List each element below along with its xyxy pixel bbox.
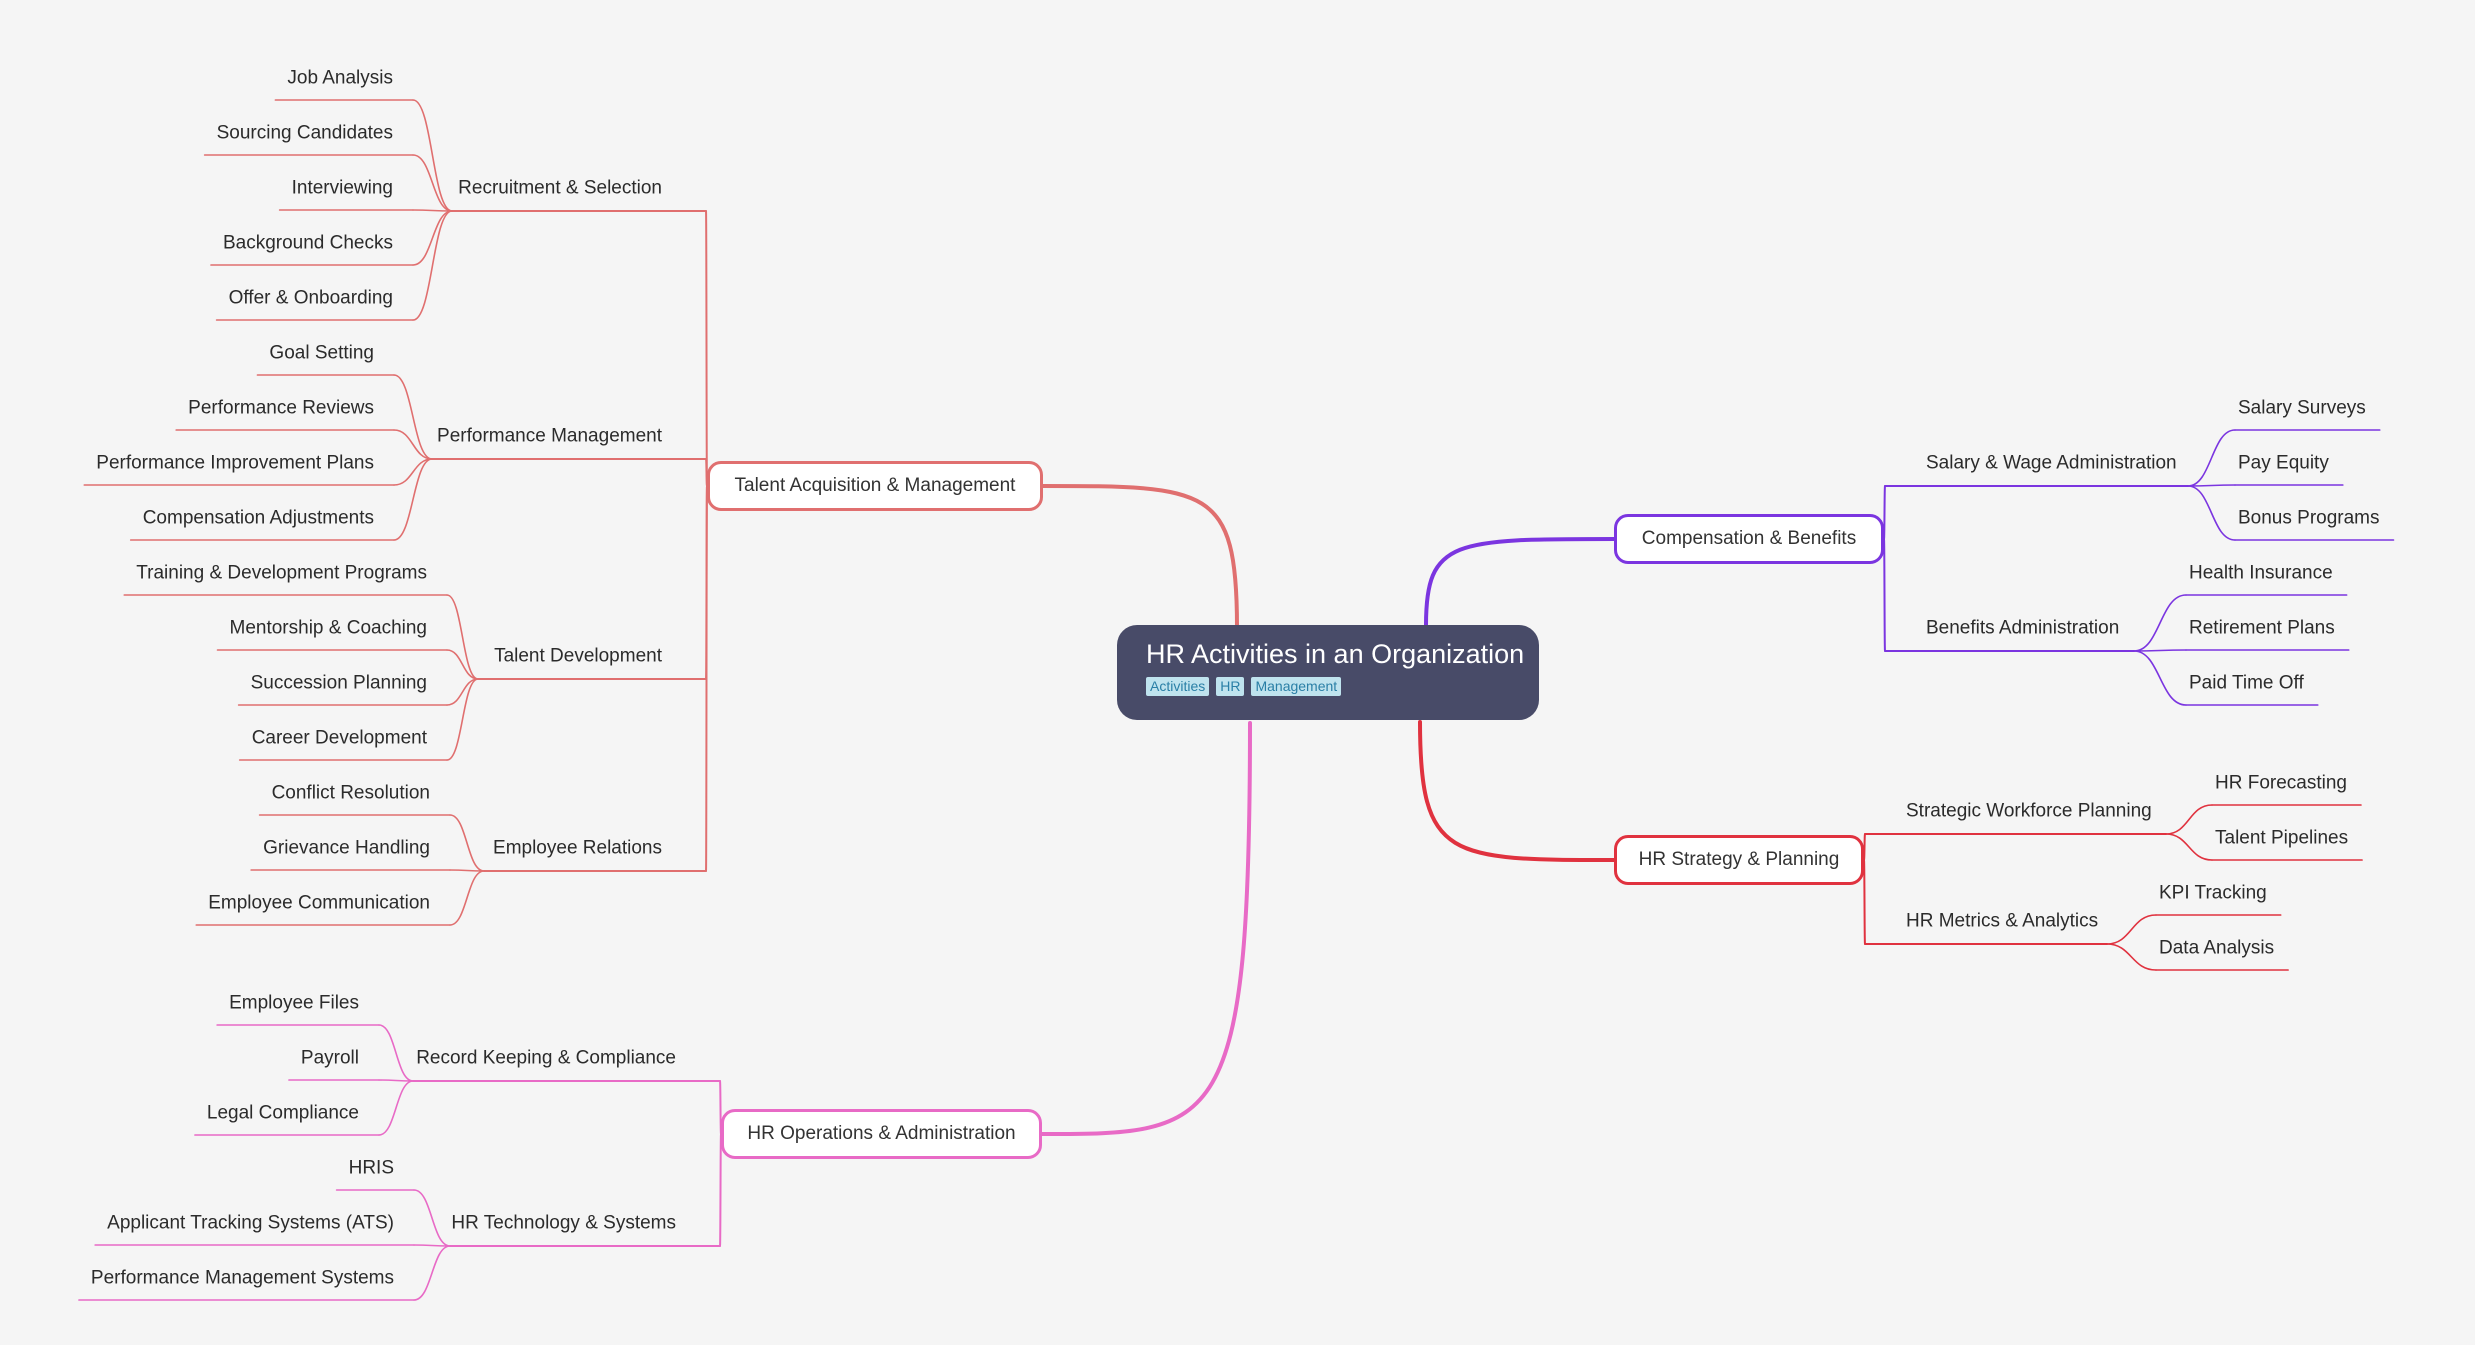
connector-leaf-offer-and-onboarding xyxy=(412,210,453,321)
connector-leaf-grievance-handling xyxy=(449,869,485,872)
subtopic-recruitment-and-selection[interactable]: Recruitment & Selection xyxy=(458,177,662,199)
connector-hr-technology-and-systems xyxy=(719,1133,722,1247)
branch-node-talent-acquisition-and-management[interactable]: Talent Acquisition & Management xyxy=(707,461,1043,511)
leaf-performance-management-systems[interactable]: Performance Management Systems xyxy=(90,1267,394,1289)
leaf-hr-forecasting[interactable]: HR Forecasting xyxy=(2215,772,2347,794)
leaf-performance-reviews[interactable]: Performance Reviews xyxy=(188,397,374,419)
connector-leaf-bonus-programs xyxy=(2187,485,2236,541)
connector-leaf-health-insurance xyxy=(2133,594,2187,652)
leaf-career-development[interactable]: Career Development xyxy=(251,727,427,749)
leaf-talent-pipelines[interactable]: Talent Pipelines xyxy=(2215,827,2349,849)
leaf-job-analysis[interactable]: Job Analysis xyxy=(287,67,393,89)
leaf-employee-communication[interactable]: Employee Communication xyxy=(208,892,430,914)
connector-leaf-pay-equity xyxy=(2187,484,2236,487)
branch-node-compensation-and-benefits[interactable]: Compensation & Benefits xyxy=(1614,514,1884,564)
leaf-background-checks[interactable]: Background Checks xyxy=(222,232,393,254)
subtopic-benefits-administration[interactable]: Benefits Administration xyxy=(1926,617,2120,639)
branch-label: HR Operations & Administration xyxy=(747,1123,1016,1144)
connector-employee-relations xyxy=(705,485,708,872)
connector-leaf-employee-files xyxy=(378,1024,414,1082)
branch-node-hr-operations-and-administration[interactable]: HR Operations & Administration xyxy=(721,1109,1042,1159)
connector-leaf-kpi-tracking xyxy=(2106,914,2157,945)
connector-leaf-training-and-development-programs xyxy=(446,594,479,680)
subtopic-hr-technology-and-systems[interactable]: HR Technology & Systems xyxy=(451,1212,676,1234)
connector-leaf-retirement-plans xyxy=(2133,649,2187,652)
leaf-paid-time-off[interactable]: Paid Time Off xyxy=(2189,672,2304,694)
leaf-mentorship-and-coaching[interactable]: Mentorship & Coaching xyxy=(229,617,428,639)
connector-salary-and-wage-administration xyxy=(1883,485,1886,540)
connector-leaf-paid-time-off xyxy=(2133,650,2187,706)
leaf-applicant-tracking-systems-ats[interactable]: Applicant Tracking Systems (ATS) xyxy=(107,1212,394,1234)
leaf-hris[interactable]: HRIS xyxy=(348,1157,394,1179)
connector-leaf-data-analysis xyxy=(2106,943,2157,971)
connector-leaf-payroll xyxy=(378,1079,414,1082)
leaf-salary-surveys[interactable]: Salary Surveys xyxy=(2238,397,2366,419)
tag-hr: HR xyxy=(1216,677,1245,697)
connector-leaf-mentorship-and-coaching xyxy=(446,649,479,680)
connector-leaf-background-checks xyxy=(412,210,453,266)
subtopic-salary-and-wage-administration[interactable]: Salary & Wage Administration xyxy=(1926,452,2177,474)
connector-leaf-employee-communication xyxy=(449,870,485,926)
connector-leaf-goal-setting xyxy=(393,374,433,460)
leaf-payroll[interactable]: Payroll xyxy=(300,1047,359,1069)
leaf-legal-compliance[interactable]: Legal Compliance xyxy=(206,1102,359,1124)
leaf-interviewing[interactable]: Interviewing xyxy=(291,177,393,199)
leaf-conflict-resolution[interactable]: Conflict Resolution xyxy=(271,782,430,804)
branch-label: Talent Acquisition & Management xyxy=(734,475,1016,496)
connector-leaf-salary-surveys xyxy=(2187,429,2236,487)
leaf-kpi-tracking[interactable]: KPI Tracking xyxy=(2159,882,2267,904)
tag-activities: Activities xyxy=(1146,677,1210,697)
connector-leaf-sourcing-candidates xyxy=(412,154,453,212)
leaf-bonus-programs[interactable]: Bonus Programs xyxy=(2238,507,2380,529)
connector-record-keeping-and-compliance xyxy=(719,1080,722,1135)
leaf-performance-improvement-plans[interactable]: Performance Improvement Plans xyxy=(96,452,374,474)
leaf-grievance-handling[interactable]: Grievance Handling xyxy=(263,837,430,859)
leaf-compensation-adjustments[interactable]: Compensation Adjustments xyxy=(142,507,374,529)
leaf-retirement-plans[interactable]: Retirement Plans xyxy=(2189,617,2335,639)
connector-leaf-hris xyxy=(413,1189,451,1247)
root-title: HR Activities in an Organization xyxy=(1146,639,1525,669)
branch-node-hr-strategy-and-planning[interactable]: HR Strategy & Planning xyxy=(1614,835,1864,885)
connector-leaf-job-analysis xyxy=(412,99,453,212)
leaf-health-insurance[interactable]: Health Insurance xyxy=(2189,562,2333,584)
connector-benefits-administration xyxy=(1883,538,1886,652)
subtopic-strategic-workforce-planning[interactable]: Strategic Workforce Planning xyxy=(1906,800,2152,822)
connector-leaf-applicant-tracking-systems-ats xyxy=(413,1244,451,1247)
connector-leaf-performance-management-systems xyxy=(413,1245,451,1301)
connector-leaf-compensation-adjustments xyxy=(393,458,433,541)
branch-label: Compensation & Benefits xyxy=(1641,528,1857,549)
leaf-offer-and-onboarding[interactable]: Offer & Onboarding xyxy=(228,287,393,309)
subtopic-talent-development[interactable]: Talent Development xyxy=(494,645,662,667)
root-tag-list: Activities HR Management xyxy=(1146,677,1539,697)
connector-root-talent-acquisition-and-management xyxy=(1041,484,1239,629)
leaf-succession-planning[interactable]: Succession Planning xyxy=(250,672,427,694)
leaf-employee-files[interactable]: Employee Files xyxy=(229,992,359,1014)
connector-leaf-legal-compliance xyxy=(378,1080,414,1136)
connector-leaf-talent-pipelines xyxy=(2165,833,2213,861)
subtopic-hr-metrics-and-analytics[interactable]: HR Metrics & Analytics xyxy=(1906,910,2099,932)
connector-root-hr-operations-and-administration xyxy=(1040,721,1252,1136)
connector-leaf-career-development xyxy=(446,678,479,761)
subtopic-record-keeping-and-compliance[interactable]: Record Keeping & Compliance xyxy=(416,1047,676,1069)
connector-root-compensation-and-benefits xyxy=(1424,537,1616,627)
leaf-goal-setting[interactable]: Goal Setting xyxy=(269,342,374,364)
leaf-data-analysis[interactable]: Data Analysis xyxy=(2159,937,2275,959)
subtopic-employee-relations[interactable]: Employee Relations xyxy=(493,837,662,859)
tag-management: Management xyxy=(1251,677,1342,697)
root-node[interactable]: HR Activities in an Organization Activit… xyxy=(1117,625,1539,720)
connector-leaf-hr-forecasting xyxy=(2165,804,2213,835)
subtopic-performance-management[interactable]: Performance Management xyxy=(437,425,662,447)
leaf-training-and-development-programs[interactable]: Training & Development Programs xyxy=(136,562,427,584)
connector-leaf-interviewing xyxy=(412,209,453,212)
leaf-pay-equity[interactable]: Pay Equity xyxy=(2238,452,2329,474)
leaf-sourcing-candidates[interactable]: Sourcing Candidates xyxy=(216,122,393,144)
connector-hr-metrics-and-analytics xyxy=(1863,859,1866,945)
connector-root-hr-strategy-and-planning xyxy=(1418,720,1616,862)
connector-leaf-conflict-resolution xyxy=(449,814,485,872)
connector-leaf-performance-reviews xyxy=(393,429,433,460)
branch-label: HR Strategy & Planning xyxy=(1638,849,1840,870)
